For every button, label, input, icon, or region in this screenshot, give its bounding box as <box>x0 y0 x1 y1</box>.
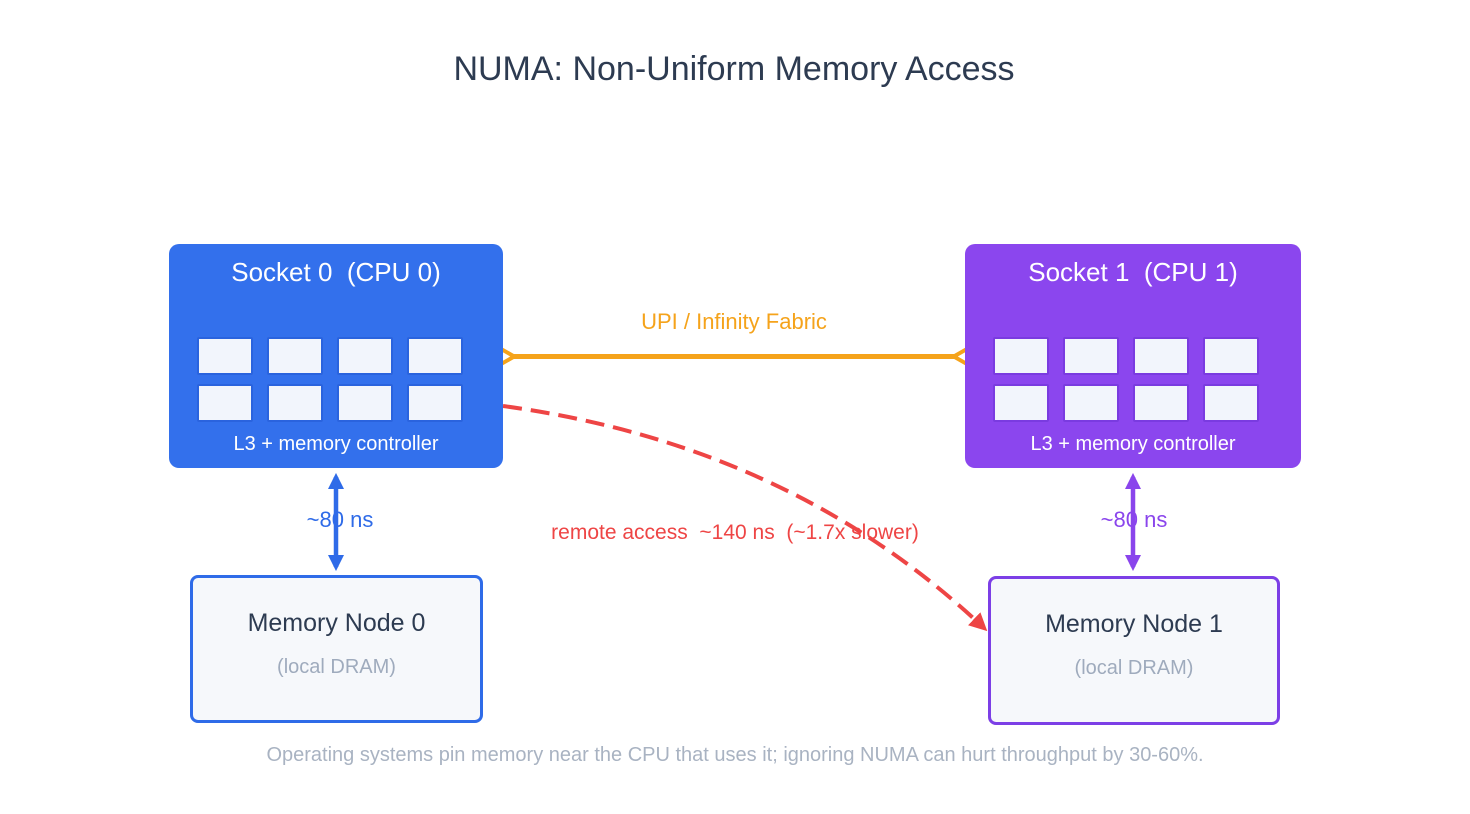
core-tile <box>337 384 393 422</box>
core-tile <box>337 337 393 375</box>
core-tile <box>267 337 323 375</box>
core-tile <box>407 384 463 422</box>
core-tile <box>1063 384 1119 422</box>
footer-caption: Operating systems pin memory near the CP… <box>266 744 1204 766</box>
local-latency-label-left: ~80 ns <box>306 507 374 532</box>
core-tile <box>1203 337 1259 375</box>
core-tile <box>407 337 463 375</box>
core-tile <box>1203 384 1259 422</box>
core-tile <box>197 337 253 375</box>
socket-1-core-grid <box>993 337 1259 422</box>
core-tile <box>197 384 253 422</box>
core-tile <box>1133 337 1189 375</box>
page-title: NUMA: Non-Uniform Memory Access <box>453 50 1015 88</box>
socket-0-core-grid <box>197 337 463 422</box>
socket-1-title: Socket 1 (CPU 1) <box>1028 257 1238 287</box>
memory-node-1-title: Memory Node 1 <box>1045 610 1223 638</box>
core-tile <box>267 384 323 422</box>
core-tile <box>993 337 1049 375</box>
interconnect-label: UPI / Infinity Fabric <box>641 309 827 334</box>
socket-0-box: Socket 0 (CPU 0) L3 + memory controller <box>169 244 503 468</box>
socket-1-box: Socket 1 (CPU 1) L3 + memory controller <box>965 244 1301 468</box>
memory-node-0-title: Memory Node 0 <box>247 609 426 637</box>
remote-access-label: remote access ~140 ns (~1.7x slower) <box>551 521 919 544</box>
memory-node-0-sublabel: (local DRAM) <box>277 656 396 678</box>
memory-node-1-box: Memory Node 1 (local DRAM) <box>988 576 1280 725</box>
core-tile <box>993 384 1049 422</box>
socket-1-sublabel: L3 + memory controller <box>1030 433 1236 455</box>
memory-node-1-sublabel: (local DRAM) <box>1074 657 1194 679</box>
local-latency-label-right: ~80 ns <box>1100 507 1168 532</box>
core-tile <box>1063 337 1119 375</box>
memory-node-0-box: Memory Node 0 (local DRAM) <box>190 575 483 723</box>
remote-access-arrow <box>502 404 988 632</box>
core-tile <box>1133 384 1189 422</box>
socket-0-sublabel: L3 + memory controller <box>233 433 439 455</box>
socket-0-title: Socket 0 (CPU 0) <box>231 257 441 287</box>
